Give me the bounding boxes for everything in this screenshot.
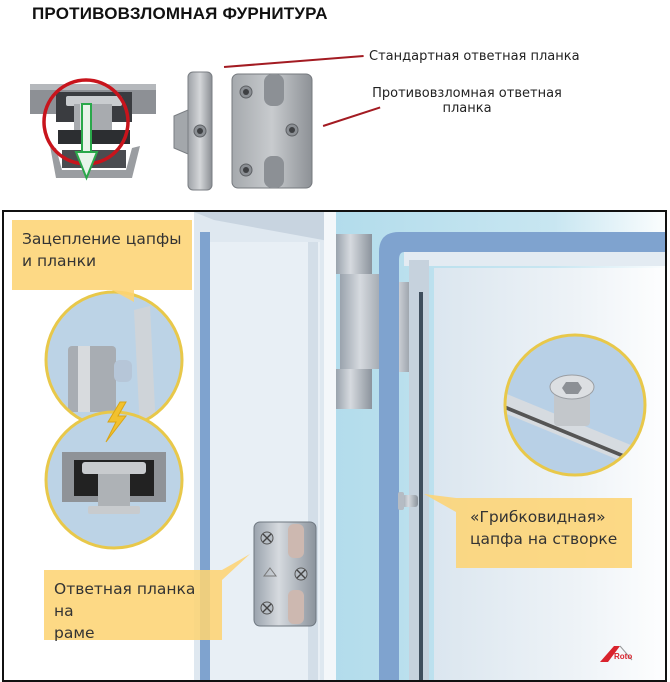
window-frame-illustration bbox=[194, 212, 665, 680]
label-antiburglary-strike: Противовзломная ответная планка bbox=[372, 86, 562, 116]
pointer-line-standard bbox=[223, 55, 364, 68]
roto-logo-text: Roto bbox=[614, 652, 633, 661]
pin-engagement-photo bbox=[30, 78, 156, 181]
callout-tail bbox=[424, 494, 456, 512]
callout-tail bbox=[112, 290, 134, 302]
callout-frame-strike-plate: Ответная планка на раме bbox=[44, 570, 222, 642]
antiburglary-strike-plate-photo bbox=[231, 73, 313, 189]
standard-strike-plate-photo bbox=[173, 71, 213, 191]
engagement-detail-circles bbox=[44, 290, 184, 550]
lightning-bolt-icon bbox=[105, 401, 128, 443]
mushroom-pin-detail-circle bbox=[503, 333, 647, 477]
page-title: ПРОТИВОВЗЛОМНАЯ ФУРНИТУРА bbox=[32, 4, 328, 23]
callout-tail bbox=[222, 554, 250, 580]
roto-logo-icon bbox=[600, 645, 633, 662]
hardware-diagram-panel: Зацепление цапфы и планки Ответная планк… bbox=[2, 210, 667, 682]
arrow-down-icon bbox=[74, 103, 99, 181]
callout-mushroom-pin: «Грибковидная» цапфа на створке bbox=[456, 498, 632, 568]
callout-pin-plate-engagement: Зацепление цапфы и планки bbox=[12, 220, 192, 290]
label-standard-strike: Стандартная ответная планка bbox=[369, 49, 580, 64]
